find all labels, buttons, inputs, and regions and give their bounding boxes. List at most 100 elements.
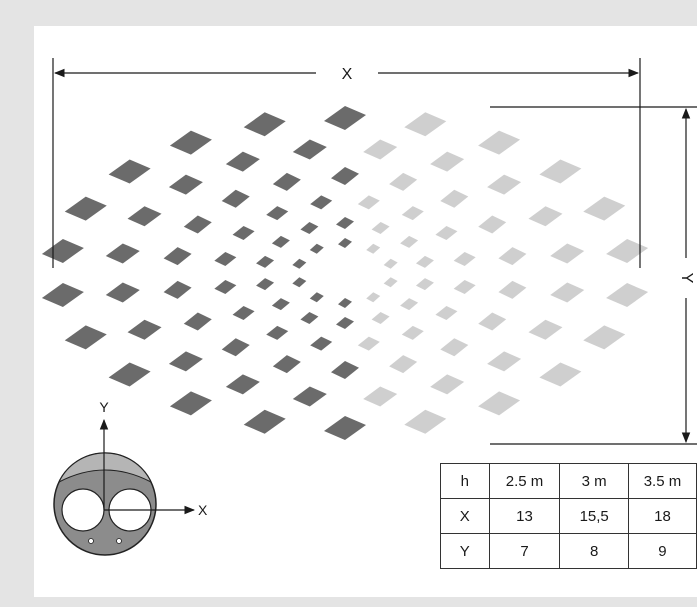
spray-mark [453,251,476,266]
table-cell: X [440,498,490,534]
spray-mark [371,221,390,234]
spray-mark [300,221,319,234]
spray-mark [498,247,527,266]
spray-mark [336,217,354,229]
table-row: Y 7 8 9 [440,533,697,569]
spray-mark [64,196,107,221]
table-cell: 9 [627,533,697,569]
spray-mark [266,206,289,221]
spray-mark [271,235,290,248]
spray-mark [415,255,434,268]
spray-mark [232,225,255,240]
spray-mark [453,280,476,295]
spray-mark [105,282,140,303]
table-row: X 13 15,5 18 [440,498,697,534]
spray-mark [214,251,237,266]
spray-mark [336,317,354,329]
spray-mark [366,292,381,303]
table-cell: 7 [488,533,561,569]
spray-mark [583,325,626,350]
spray-mark [357,195,380,210]
table-cell: Y [440,533,490,569]
table-cell: 8 [559,533,629,569]
spray-mark [487,351,522,372]
spray-mark [41,238,84,263]
spray-pattern-marks [41,106,649,440]
coverage-table: h 2.5 m 3 m 3.5 m X 13 15,5 18 Y 7 8 9 [440,463,697,569]
spray-mark [400,235,419,248]
spray-mark [214,280,237,295]
spray-mark [331,167,359,185]
spray-mark [389,172,418,191]
spray-mark [606,238,649,263]
spray-mark [169,130,212,155]
spray-mark [271,298,290,311]
spray-mark [127,206,162,227]
table-cell: 18 [627,498,697,534]
spray-mark [64,325,107,350]
spray-mark [183,215,212,234]
spray-mark [183,312,212,331]
spray-mark [256,255,275,268]
spray-mark [292,139,327,160]
spray-mark [383,258,398,269]
spray-mark [331,361,359,379]
sprinkler-small-hole-right [116,538,122,544]
spray-mark [440,189,469,208]
spray-mark [127,319,162,340]
spray-mark [163,247,192,266]
spray-mark [324,416,366,440]
x-dimension-label: X [342,66,353,83]
spray-mark [221,338,250,357]
spray-mark [272,172,301,191]
table-cell: 13 [488,498,561,534]
spray-mark [401,325,424,340]
spray-mark [478,215,507,234]
spray-mark [478,312,507,331]
spray-mark [163,280,192,299]
spray-mark [310,336,333,351]
spray-mark [41,283,84,308]
spray-mark [309,292,324,303]
spray-mark [105,243,140,264]
inset-x-axis-label: X [198,502,208,518]
spray-mark [272,355,301,374]
spray-mark [338,238,352,248]
spray-mark [383,277,398,288]
y-dimension: Y [490,106,697,445]
spray-mark [430,151,465,172]
table-header-cell: 2.5 m [488,463,561,499]
spray-mark [528,206,563,227]
sprinkler-small-hole-left [88,538,94,544]
spray-mark [539,159,582,184]
spray-mark [108,159,151,184]
spray-mark [292,258,307,269]
table-header-row: h 2.5 m 3 m 3.5 m [440,463,697,499]
spray-mark [243,409,286,434]
spray-mark [371,312,390,325]
table-cell: 15,5 [559,498,629,534]
spray-mark [487,174,522,195]
spray-mark [309,243,324,254]
spray-mark [324,106,366,130]
spray-mark [401,206,424,221]
spray-mark [232,306,255,321]
x-dimension: X [52,58,641,268]
spray-mark [310,195,333,210]
spray-mark [168,351,203,372]
spray-mark [363,139,398,160]
inset-y-axis-label: Y [99,399,109,415]
spray-mark [583,196,626,221]
spray-mark [550,243,585,264]
spray-mark [478,391,521,416]
spray-mark [338,298,352,308]
spray-mark [528,319,563,340]
spray-mark [108,362,151,387]
sprinkler-head-inset: Y X [53,399,208,556]
spray-mark [292,277,307,288]
sprinkler-left-nozzle [61,488,105,532]
spray-mark [606,283,649,308]
spray-mark [221,189,250,208]
spray-mark [404,112,447,137]
spray-mark [415,278,434,291]
